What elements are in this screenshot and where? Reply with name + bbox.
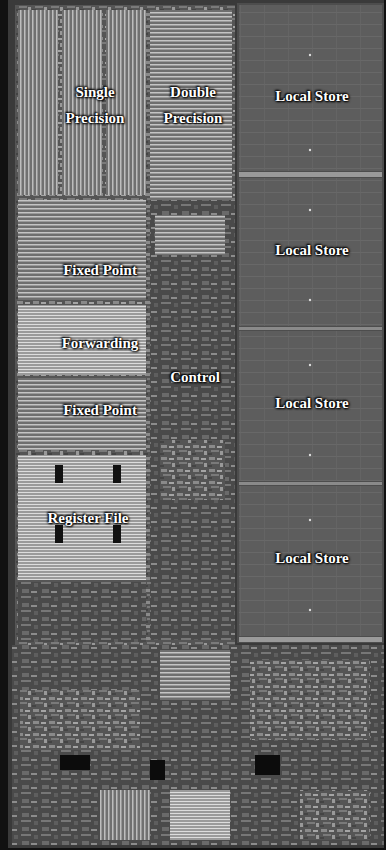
region-label: Fixed Point — [40, 257, 160, 283]
region-label: Local Store — [242, 237, 382, 263]
region-label: Single Precision — [45, 79, 145, 131]
region-label: Local Store — [242, 390, 382, 416]
region-label: Forwarding — [40, 330, 160, 356]
region-label: Double Precision — [148, 79, 238, 131]
region-label: Fixed Point — [40, 397, 160, 423]
region-label: Local Store — [242, 545, 382, 571]
region-label: Control — [155, 364, 235, 390]
region-label: Local Store — [242, 83, 382, 109]
region-label: Register File — [23, 505, 153, 531]
